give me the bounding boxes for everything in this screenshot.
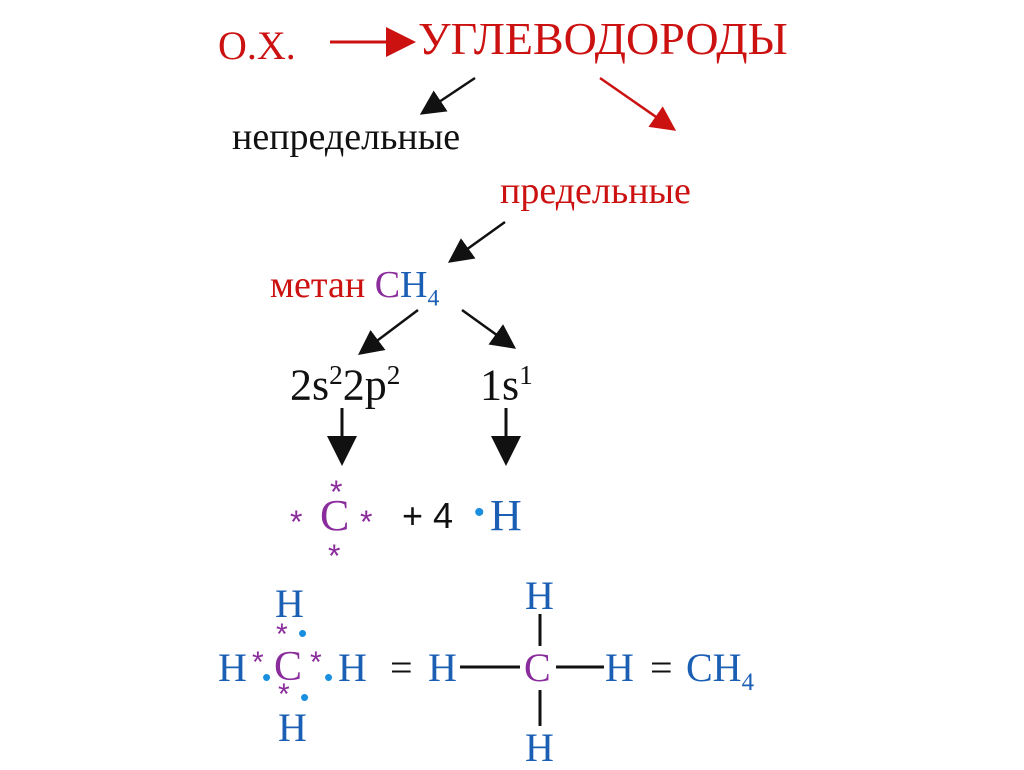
lewis-carbon: C [274,644,303,690]
lewis-dot-top: • [298,618,308,648]
lewis-h-right: H [338,645,367,690]
carbon-star-bottom: * [328,538,341,574]
hydrogen-config: 1s1 [480,360,533,410]
hydrocarbons-title: УГЛЕВОДОРОДЫ [418,13,788,64]
lewis-h-left: H [218,645,247,690]
plus-four: + 4 [402,495,454,536]
lewis-star-left: * [252,646,264,679]
final-formula-main: CH [686,645,742,690]
organic-chemistry-label: О.Х. [218,23,296,68]
carbon-symbol: C [320,491,350,540]
carbon-config-b: 2p [342,360,387,410]
saturated-label: предельные [500,170,691,212]
arrow-to-unsaturated [419,76,476,115]
carbon-star-top: * [330,474,343,510]
lewis-dot-left: • [262,662,272,692]
lewis-dot-bottom: • [300,682,310,712]
lewis-star-bottom: * [278,678,290,711]
lewis-star-top: * [276,618,288,651]
carbon-config-a: 2s [290,360,330,410]
carbon-config-a-sup: 2 [329,360,343,390]
arrow-to-saturated [599,76,677,131]
lewis-h-bottom: H [278,705,307,750]
carbon-star-right: * [360,504,373,540]
struct-h-right: H [605,645,634,690]
hydrogen-config-a-sup: 1 [519,360,533,390]
lewis-dot-right: • [324,662,334,692]
hydrogen-electron-dot: • [474,496,485,529]
final-formula: CH4 [686,648,754,696]
lewis-star-right: * [310,646,322,679]
final-formula-sub: 4 [741,669,754,696]
arrow-to-carbon-config [358,309,419,355]
struct-carbon: C [524,645,551,690]
methane-line: метан CH4 [270,266,439,311]
arrow-to-hydrogen-config [461,308,517,349]
equals-2: = [650,645,673,690]
methane-c: C [374,264,401,306]
carbon-config: 2s22p2 [290,360,401,410]
arrow-to-methane [447,220,506,263]
methane-h: H [400,264,428,306]
lewis-h-top: H [275,581,304,626]
hydrogen-atom: H [490,491,522,540]
equals-1: = [390,645,413,690]
methane-name: метан [270,264,366,306]
struct-h-bottom: H [525,725,554,770]
struct-h-left: H [428,645,457,690]
struct-h-top: H [525,573,554,618]
hydrogen-config-a: 1s [480,360,520,410]
carbon-star-left: * [290,504,303,540]
carbon-config-b-sup: 2 [386,360,401,390]
unsaturated-label: непредельные [232,116,461,158]
methane-sub: 4 [427,285,440,312]
